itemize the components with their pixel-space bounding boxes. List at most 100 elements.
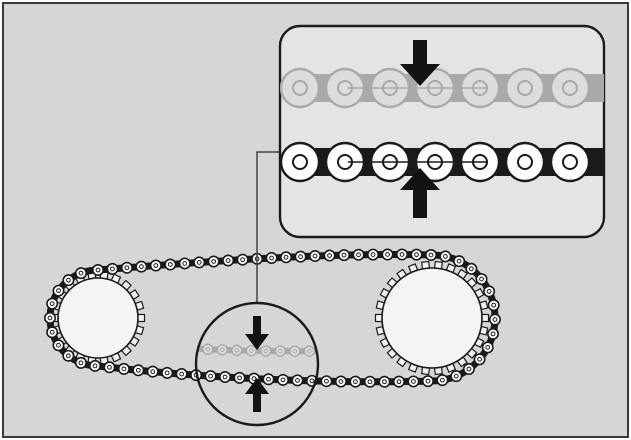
chain-pin — [263, 348, 269, 354]
chain-pin — [110, 266, 115, 272]
lens-detail — [196, 342, 318, 357]
chain-link — [146, 365, 159, 378]
chain-pin — [249, 348, 254, 353]
chain-pin — [491, 302, 497, 308]
inset-arrow-down-icon — [400, 40, 440, 86]
slack-chain-ghost — [196, 342, 318, 357]
chain-pin — [65, 353, 71, 359]
chain-link — [425, 248, 438, 261]
inset-chain-roller — [549, 67, 591, 109]
chain-link — [436, 374, 449, 387]
chain-pin — [385, 252, 390, 257]
chain-link — [392, 375, 405, 388]
chain-link — [407, 375, 420, 388]
chain-pin — [124, 265, 130, 271]
chain-link — [450, 370, 463, 383]
inset-chain-bottom-dark — [280, 141, 604, 183]
front-sprocket-icon — [374, 260, 490, 376]
chain-pin — [341, 252, 347, 258]
chain-link — [149, 259, 162, 272]
inset-chain-roller — [280, 141, 321, 183]
chain-pin — [479, 276, 484, 282]
inset-chain-roller — [280, 67, 321, 109]
chain-link — [204, 370, 217, 383]
chain-pin — [182, 261, 188, 266]
chain-pin — [211, 259, 217, 264]
chain-link — [219, 371, 232, 384]
chain-pin — [220, 347, 225, 353]
chain-pin — [153, 263, 159, 268]
chain-link — [46, 297, 59, 310]
inset-chain-roller — [549, 141, 591, 183]
chain-pin — [269, 255, 274, 261]
chain-pin — [278, 348, 283, 354]
chain-pin — [179, 371, 185, 377]
chain-link — [161, 366, 174, 379]
chain-pin — [439, 377, 445, 383]
chain-pin — [56, 288, 61, 294]
chain-pin — [356, 252, 361, 258]
chain-pin — [237, 375, 242, 381]
chain-link — [488, 313, 501, 326]
chain-link — [320, 375, 333, 388]
chain-pin — [49, 329, 55, 335]
chain-link — [222, 254, 235, 267]
chain-pin — [443, 254, 448, 259]
chain-pin — [47, 315, 53, 321]
inset-chain-pin — [292, 154, 308, 170]
chain-link — [52, 284, 65, 297]
chain-link — [62, 349, 75, 362]
inset-arrow-up-icon — [400, 168, 440, 218]
sprocket-disc — [57, 277, 139, 359]
chain-pin — [280, 377, 286, 383]
chain-link — [193, 256, 206, 269]
chain-link — [481, 341, 494, 354]
chain-pin — [167, 262, 173, 267]
chain-pin — [266, 376, 271, 382]
chain-pin — [353, 379, 358, 385]
chain-link — [381, 248, 394, 261]
chain-link — [303, 345, 316, 357]
chain-link — [178, 257, 191, 270]
chain-pin — [428, 252, 434, 258]
chain-pin — [477, 356, 482, 362]
chain-link — [473, 353, 486, 366]
chain-link — [207, 255, 220, 268]
chain-pin — [222, 374, 228, 380]
chain-link — [92, 263, 105, 276]
chain-pin — [135, 367, 141, 373]
chain-link — [486, 327, 499, 340]
chain-pin — [292, 348, 298, 354]
chain-pin — [492, 317, 498, 322]
inset-chain-pin — [517, 80, 533, 96]
chain-link — [396, 248, 409, 261]
chain-link — [74, 356, 87, 369]
chain-pin — [78, 360, 84, 366]
chain-pin — [295, 377, 300, 383]
chain-pin — [225, 258, 231, 263]
chain-pin — [485, 344, 491, 350]
chain-link — [367, 248, 380, 261]
chain-link — [453, 255, 466, 268]
chain-link — [291, 374, 304, 387]
chain-pin — [196, 260, 202, 265]
chain-link — [309, 250, 322, 263]
chain-pin — [414, 252, 419, 258]
chain-link — [89, 359, 102, 372]
chain-pin — [56, 342, 61, 348]
chain-link — [231, 344, 243, 357]
inset-chain-pin — [562, 154, 578, 170]
chain-pin — [205, 346, 211, 352]
chain-link — [202, 343, 214, 355]
chain-pin — [468, 266, 474, 272]
chain-link — [216, 344, 229, 356]
magnifier-circle-icon — [194, 301, 320, 427]
chain-pin — [338, 379, 344, 384]
chain-link — [280, 251, 293, 264]
chain-link — [135, 260, 148, 273]
chain-link — [117, 362, 130, 375]
chain-pin — [453, 373, 459, 379]
chain-pin — [309, 378, 315, 384]
inset-chain-pin — [562, 80, 578, 96]
